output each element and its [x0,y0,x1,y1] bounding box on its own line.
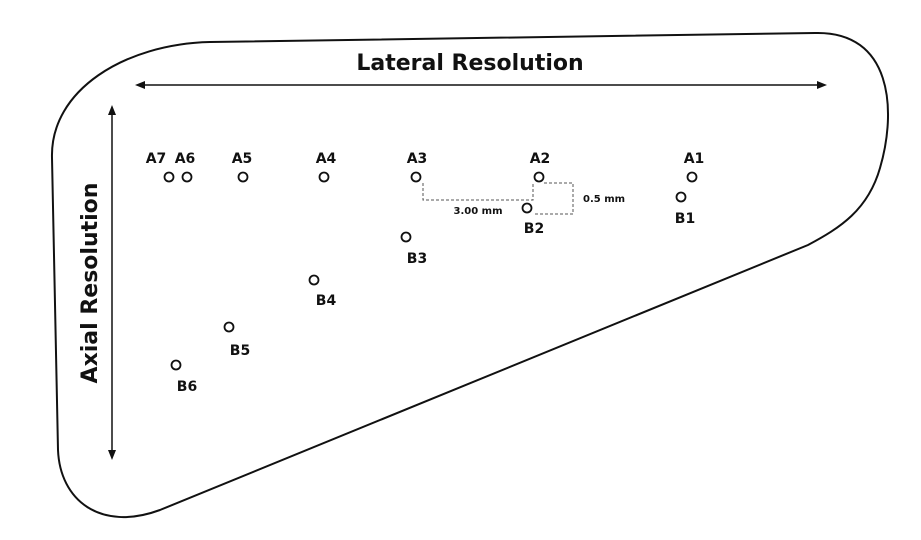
target-marker [163,171,175,183]
target-marker [410,171,422,183]
target-label: B2 [524,221,544,237]
axial-offset-dimension: 0.5 mm [533,182,625,215]
target-marker [400,231,412,243]
target-marker [170,359,182,371]
target-a4: A4 [316,151,337,183]
target-label: B4 [316,293,337,309]
target-label: B6 [177,379,197,395]
target-row-b: B1 B2 B3 B4 B5 B6 [170,191,695,395]
target-marker [181,171,193,183]
target-b1: B1 [675,191,695,227]
target-label: A6 [175,151,196,167]
lateral-spacing-label: 3.00 mm [454,206,503,217]
target-a5: A5 [232,151,253,183]
target-marker [521,202,533,214]
target-b6: B6 [170,359,197,395]
target-marker [223,321,235,333]
target-label: A3 [407,151,428,167]
target-a6: A6 [175,151,196,183]
target-marker [686,171,698,183]
target-row-a: A7 A6 A5 A4 A3 A2 A1 [146,151,705,183]
target-label: A4 [316,151,337,167]
target-marker [237,171,249,183]
target-a2: A2 [530,151,551,183]
target-a1: A1 [684,151,705,183]
target-marker [318,171,330,183]
phantom-outline [50,31,889,519]
target-marker [675,191,687,203]
lateral-spacing-dimension: 3.00 mm [422,183,534,217]
target-a3: A3 [407,151,428,183]
target-label: B3 [407,251,427,267]
target-b4: B4 [308,274,337,309]
target-label: A2 [530,151,551,167]
axial-offset-bracket [533,182,574,215]
axial-resolution-label: Axial Resolution [78,183,103,384]
target-label: A1 [684,151,705,167]
target-marker [308,274,320,286]
target-b2: B2 [521,202,544,237]
target-marker [533,171,545,183]
target-label: B5 [230,343,250,359]
target-label: A5 [232,151,253,167]
target-b5: B5 [223,321,250,359]
lateral-resolution-label: Lateral Resolution [356,51,583,76]
target-label: A7 [146,151,167,167]
target-label: B1 [675,211,695,227]
target-a7: A7 [146,151,175,183]
target-b3: B3 [400,231,427,267]
axial-offset-label: 0.5 mm [583,194,625,205]
lateral-spacing-bracket [422,183,534,201]
